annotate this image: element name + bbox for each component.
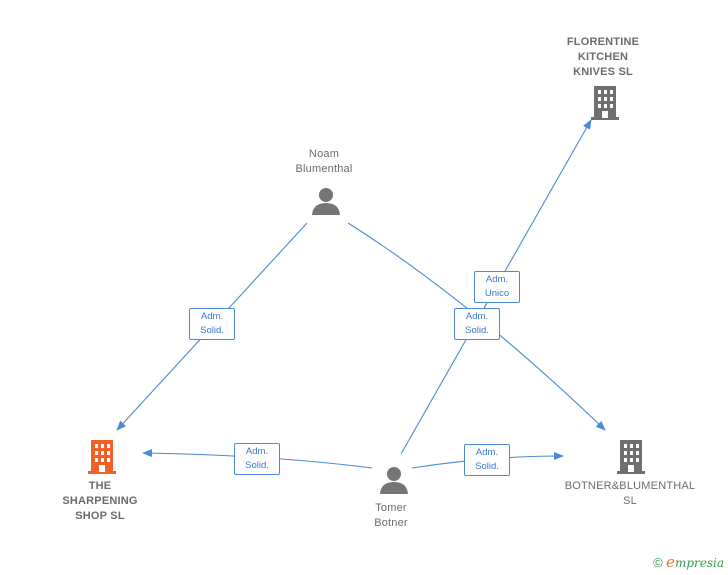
company-label-botner[interactable]: BOTNER&BLUMENTHAL SL <box>556 479 704 509</box>
edge-label-tomer-sharpening[interactable]: Adm. Solid. <box>234 443 280 475</box>
tomer-first-name: Tomer <box>375 502 407 514</box>
sharpening-line-2: SHARPENING <box>62 495 138 507</box>
edge-role-line-1: Adm. <box>465 311 489 322</box>
edge-role-line-1: Adm. <box>475 447 499 458</box>
brand-initial: e <box>666 553 675 571</box>
sharpening-line-1: THE <box>88 480 112 492</box>
botner-line-1: BOTNER&BLUMENTHAL <box>564 480 696 492</box>
copyright-symbol: © <box>653 555 663 570</box>
edge-label-tomer-florentine[interactable]: Adm. Unico <box>474 271 520 303</box>
building-icon[interactable] <box>589 85 621 120</box>
edge-label-noam-botner[interactable]: Adm. Solid. <box>454 308 500 340</box>
edge-label-tomer-botner[interactable]: Adm. Solid. <box>464 444 510 476</box>
florentine-line-3: KNIVES SL <box>573 66 633 78</box>
person-icon[interactable] <box>379 465 409 495</box>
person-icon[interactable] <box>311 186 341 216</box>
botner-line-2: SL <box>623 495 637 507</box>
florentine-line-1: FLORENTINE <box>566 36 640 48</box>
empresia-watermark: © empresia <box>653 553 724 571</box>
edge-role-line-2: Solid. <box>475 461 499 472</box>
building-icon-highlighted[interactable] <box>86 439 118 474</box>
person-label-tomer[interactable]: Tomer Botner <box>341 501 441 531</box>
building-icon[interactable] <box>615 439 647 474</box>
edge-label-noam-sharpening[interactable]: Adm. Solid. <box>189 308 235 340</box>
edge-role-line-2: Solid. <box>465 325 489 336</box>
company-label-sharpening[interactable]: THE SHARPENING SHOP SL <box>45 479 155 524</box>
edge-role-line-2: Solid. <box>245 460 269 471</box>
edge-role-line-2: Unico <box>484 288 510 299</box>
noam-last-name: Blumenthal <box>295 163 353 175</box>
noam-first-name: Noam <box>308 148 340 160</box>
brand-name: mpresia <box>674 556 724 570</box>
edge-role-line-2: Solid. <box>200 325 224 336</box>
florentine-line-2: KITCHEN <box>577 51 629 63</box>
sharpening-line-3: SHOP SL <box>75 510 125 522</box>
person-label-noam[interactable]: Noam Blumenthal <box>274 147 374 177</box>
company-label-florentine[interactable]: FLORENTINE KITCHEN KNIVES SL <box>548 35 658 80</box>
edge-role-line-1: Adm. <box>485 274 509 285</box>
tomer-last-name: Botner <box>374 517 408 529</box>
edge-role-line-1: Adm. <box>200 311 224 322</box>
edge-role-line-1: Adm. <box>245 446 269 457</box>
